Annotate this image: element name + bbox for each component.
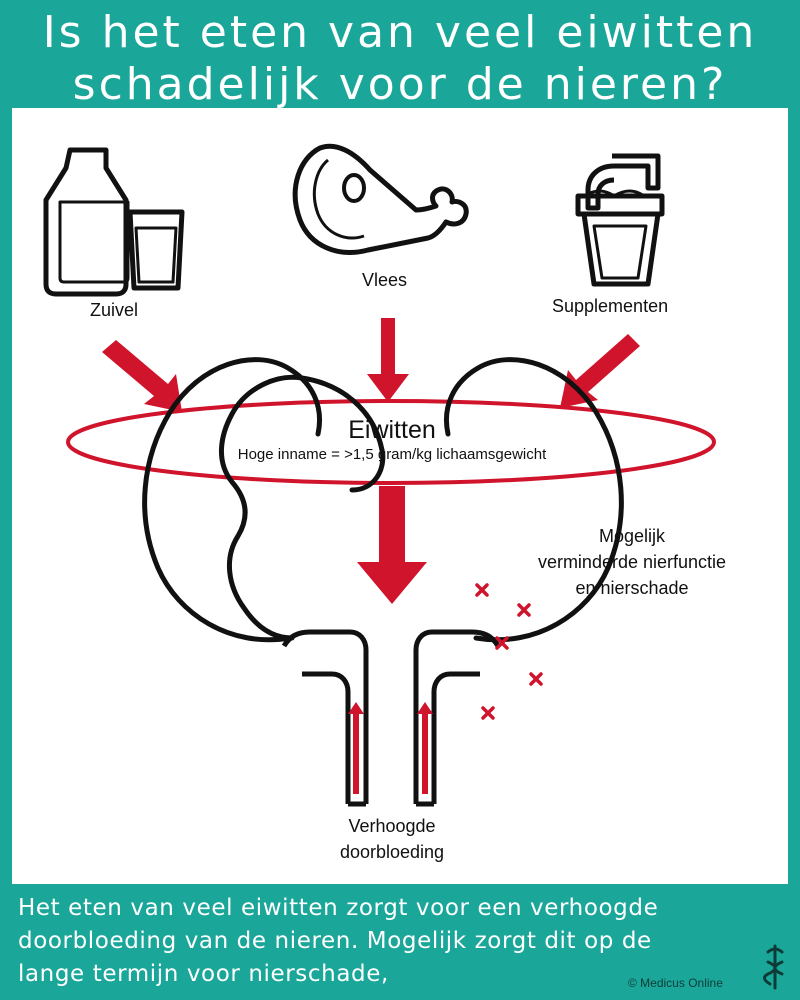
medicus-logo-icon xyxy=(763,944,784,990)
glass-icon xyxy=(127,209,185,291)
meat-label: Vlees xyxy=(362,270,408,290)
arrow-dairy-to-protein xyxy=(102,340,182,412)
protein-subtitle: Hoge inname = >1,5 gram/kg lichaamsgewic… xyxy=(237,446,547,463)
left-kidney-icon xyxy=(142,357,386,643)
protein-title: Eiwitten xyxy=(348,416,436,444)
flow-label-line1: Verhoogde xyxy=(348,816,436,836)
flow-label-line2: doorbloeding xyxy=(339,842,445,862)
arrow-protein-to-kidneys xyxy=(357,486,427,604)
shaker-icon xyxy=(575,153,665,287)
ham-leg-icon xyxy=(292,143,469,255)
flow-arrow-left xyxy=(348,702,364,794)
footer-line-1: Het eten van veel eiwitten zorgt voor ee… xyxy=(18,895,659,921)
footer-text: Het eten van veel eiwitten zorgt voor ee… xyxy=(18,892,738,991)
diagram-graphics xyxy=(43,143,716,807)
diagram-panel: Zuivel Vlees Supplementen Eiwitten Hoge … xyxy=(12,108,788,884)
footer-line-2: doorbloeding van de nieren. Mogelijk zor… xyxy=(18,928,652,954)
protein-ellipse xyxy=(66,399,716,485)
arrow-supplements-to-protein xyxy=(560,334,640,408)
dairy-label: Zuivel xyxy=(90,300,139,320)
vessels xyxy=(281,629,501,807)
title-line-1: Is het eten van veel eiwitten xyxy=(42,7,758,58)
copyright-text: © Medicus Online xyxy=(628,976,723,990)
damage-label-line1: Mogelijk xyxy=(598,526,666,546)
title-line-2: schadelijk voor de nieren? xyxy=(72,59,728,110)
right-kidney-icon xyxy=(444,357,624,643)
damage-label-line3: en nierschade xyxy=(575,578,689,598)
cross-mark-icon xyxy=(475,583,543,720)
arrow-meat-to-protein xyxy=(367,318,409,402)
damage-label-line2: verminderde nierfunctie xyxy=(537,552,727,572)
supplements-label: Supplementen xyxy=(552,296,669,316)
footer-line-3: lange termijn voor nierschade, xyxy=(18,961,389,987)
milk-bottle-icon xyxy=(43,147,130,297)
flow-arrow-right xyxy=(417,702,433,794)
